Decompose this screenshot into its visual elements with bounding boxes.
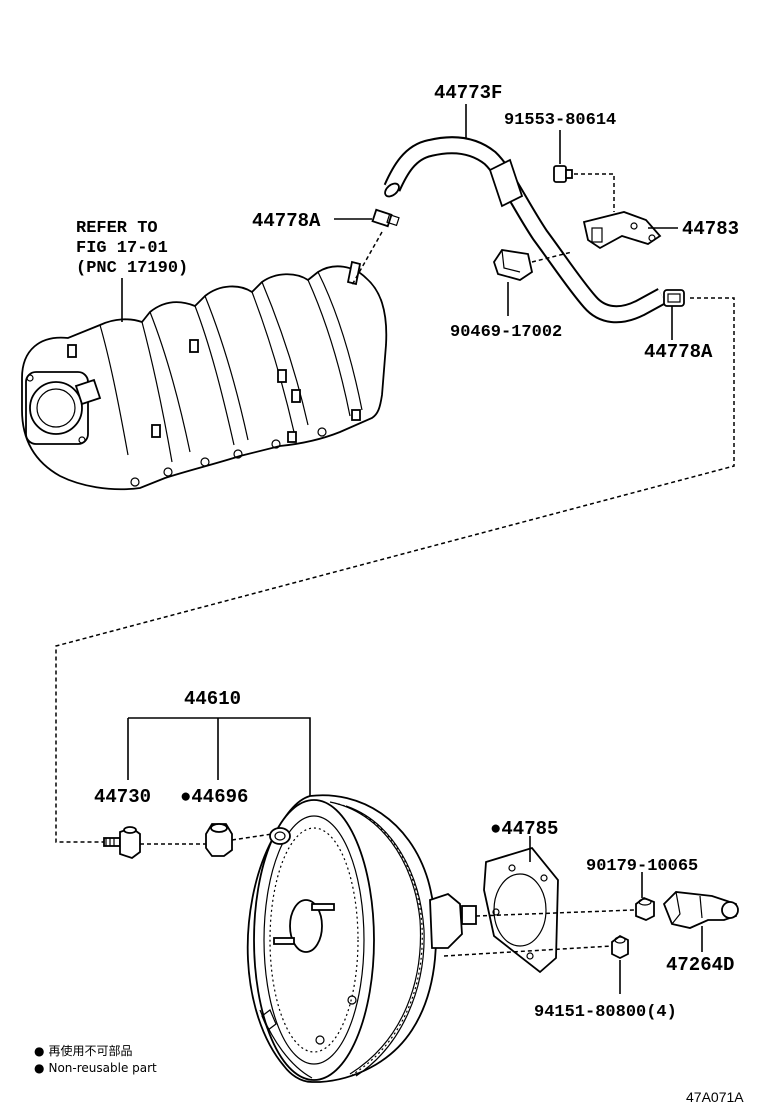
reference-line-2: FIG 17-01 <box>76 239 168 258</box>
label-nut-qty[interactable]: 94151-80800(4) <box>534 1003 677 1022</box>
vacuum-hose-illustration <box>383 136 667 324</box>
label-bracket[interactable]: 44783 <box>682 218 739 240</box>
label-nut-small[interactable]: 90179-10065 <box>586 857 698 876</box>
grommet-to-booster-dashed-line <box>231 833 273 841</box>
hose-clamp-illustration <box>493 249 534 281</box>
bolt-illustration <box>553 165 573 183</box>
legend-marker: ● <box>34 1061 44 1075</box>
label-gasket-number: 44785 <box>501 818 558 840</box>
vacuum-route-dashed-line <box>55 297 735 843</box>
stud-dashed-line <box>443 945 613 957</box>
bolt-dashed-line <box>574 173 615 212</box>
hose-clip-left-illustration <box>371 208 400 228</box>
label-check-valve[interactable]: 44730 <box>94 786 151 808</box>
nut-qty-illustration <box>611 934 629 960</box>
reference-line-3: (PNC 17190) <box>76 259 188 278</box>
brake-booster-illustration <box>246 794 477 1083</box>
reference-line-1: REFER TO <box>76 219 158 238</box>
grommet-illustration <box>205 823 233 857</box>
label-bolt[interactable]: 91553-80614 <box>504 111 616 130</box>
legend-en: ● Non-reusable part <box>34 1061 157 1075</box>
label-booster[interactable]: 44610 <box>184 688 241 710</box>
gasket-illustration <box>483 846 559 974</box>
bracket-illustration <box>582 211 662 250</box>
legend-jp: ● 再使用不可部品 <box>34 1043 133 1058</box>
pushrod-dashed-line <box>475 909 635 917</box>
legend-en-text: Non-reusable part <box>48 1061 157 1075</box>
label-clevis[interactable]: 47264D <box>666 954 734 976</box>
non-reusable-marker: ● <box>180 786 191 808</box>
check-valve-illustration <box>103 826 141 860</box>
booster-bracket-line <box>128 717 311 796</box>
non-reusable-marker: ● <box>490 818 501 840</box>
figure-code: 47A071A <box>686 1089 744 1105</box>
clevis-illustration <box>662 891 739 929</box>
label-clip-left[interactable]: 44778A <box>252 210 321 232</box>
label-hose[interactable]: 44773F <box>434 82 502 104</box>
label-gasket[interactable]: ●44785 <box>490 818 558 840</box>
legend-marker: ● <box>34 1044 44 1058</box>
hose-clip-right-illustration <box>663 289 685 307</box>
nut-small-illustration <box>635 896 655 921</box>
label-grommet-number: 44696 <box>191 786 248 808</box>
legend-jp-text: 再使用不可部品 <box>48 1043 132 1058</box>
intake-manifold-illustration <box>21 260 388 491</box>
label-grommet[interactable]: ●44696 <box>180 786 248 808</box>
label-clip-right[interactable]: 44778A <box>644 341 713 363</box>
label-clamp[interactable]: 90469-17002 <box>450 323 562 342</box>
clip-left-dashed-line <box>351 231 383 286</box>
